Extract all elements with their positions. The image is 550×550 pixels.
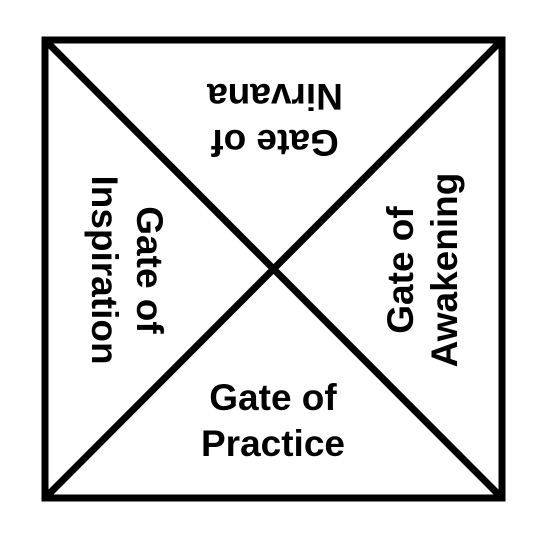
gate-right-label: Gate of Awakening [380,173,465,368]
gate-top-line1: Gate of [211,122,339,163]
gate-bottom-line1: Gate of [209,377,337,418]
gate-left-line1: Gate of [129,206,170,334]
outer-square [41,36,506,502]
diagonal-tr-bl [42,37,505,501]
gate-right-line1: Gate of [380,206,421,334]
gate-right-line2: Awakening [424,173,465,368]
gate-left-line2: Inspiration [84,175,125,364]
gate-left-label: Gate of Inspiration [84,175,170,364]
gate-top-line2: Nirvana [207,76,343,117]
gate-top-label: Gate of Nirvana [207,76,343,163]
gate-bottom-line2: Practice [201,423,345,464]
gate-bottom-label: Gate of Practice [201,377,345,464]
